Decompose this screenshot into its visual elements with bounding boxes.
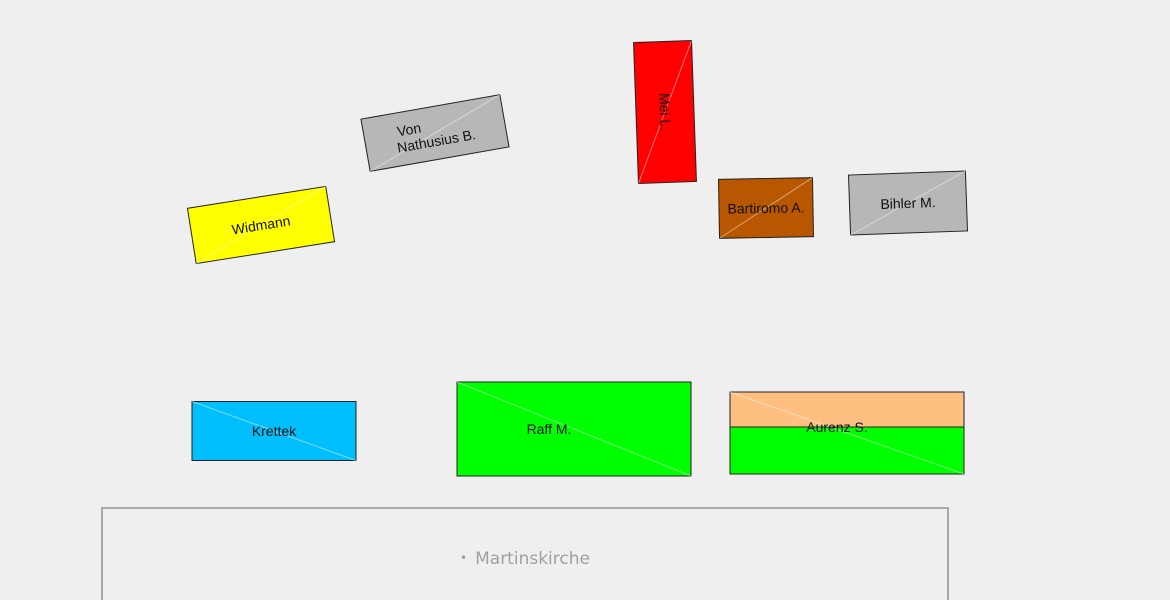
- church-outline[interactable]: • Martinskirche: [101, 507, 949, 600]
- plot-raff-fill: [456, 381, 692, 477]
- plot-bihler-label-line: Bihler M.: [880, 194, 936, 212]
- plot-aurenz[interactable]: Aurenz S.: [729, 391, 965, 475]
- plot-mei-fill: [633, 40, 697, 184]
- plot-mei-diagonal: [638, 40, 692, 184]
- plot-von-nathusius[interactable]: VonNathusius B.: [360, 94, 510, 172]
- plot-aurenz-fill-bottom: [729, 426, 965, 475]
- plot-bartiromo-label-line: Bartiromo A.: [727, 199, 804, 216]
- plot-aurenz-diagonal: [729, 391, 965, 475]
- plot-bartiromo[interactable]: Bartiromo A.: [717, 177, 815, 239]
- plot-widmann[interactable]: Widmann: [186, 185, 336, 265]
- plot-widmann-fill: [186, 185, 336, 265]
- plot-von-nathusius-label-line: Von: [396, 119, 423, 139]
- plot-bartiromo-label: Bartiromo A.: [727, 199, 804, 216]
- church-name: Martinskirche: [475, 549, 590, 569]
- plot-mei-label-line: Mei L.: [656, 93, 673, 132]
- plot-bihler[interactable]: Bihler M.: [847, 170, 969, 236]
- plot-raff-label: Raff M.: [527, 421, 572, 437]
- plot-mei[interactable]: Mei L.: [633, 40, 697, 184]
- plot-aurenz-fill-top: [729, 391, 965, 428]
- plot-von-nathusius-fill: [360, 94, 510, 172]
- plot-mei-label: Mei L.: [656, 93, 673, 132]
- plot-widmann-diagonal: [195, 185, 327, 265]
- plot-raff-diagonal: [456, 381, 692, 477]
- plot-aurenz-label-line: Aurenz S.: [806, 419, 867, 435]
- plot-bartiromo-diagonal: [719, 177, 813, 239]
- church-label: • Martinskirche: [103, 549, 947, 569]
- plot-aurenz-label: Aurenz S.: [806, 419, 867, 435]
- plot-raff[interactable]: Raff M.: [456, 381, 692, 477]
- church-bullet-icon: •: [460, 551, 468, 565]
- plot-krettek-diagonal: [191, 401, 357, 461]
- plot-bihler-label: Bihler M.: [880, 194, 936, 212]
- plot-bihler-fill: [847, 170, 969, 236]
- plot-krettek-label: Krettek: [252, 423, 297, 439]
- plot-von-nathusius-diagonal: [369, 94, 501, 172]
- plot-krettek[interactable]: Krettek: [191, 401, 357, 461]
- plot-krettek-fill: [191, 401, 357, 461]
- plot-bihler-diagonal: [850, 170, 966, 236]
- plot-krettek-label-line: Krettek: [252, 423, 297, 439]
- plot-raff-label-line: Raff M.: [527, 421, 572, 437]
- plot-bartiromo-fill: [717, 177, 815, 239]
